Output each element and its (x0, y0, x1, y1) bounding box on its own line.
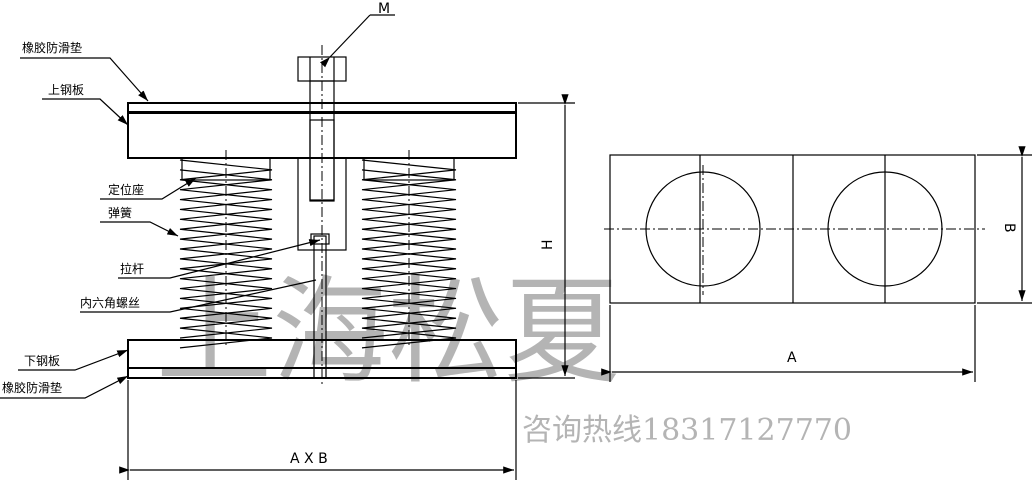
spring-coil-back (361, 169, 457, 349)
label-top-rubber-pad: 橡胶防滑垫 (22, 40, 82, 55)
label-lower-steel-plate: 下钢板 (24, 354, 60, 368)
dimension-b: B (1001, 223, 1017, 233)
label-positioning-seat: 定位座 (108, 182, 144, 197)
spring-coil-back (179, 169, 273, 349)
tie-rod (313, 235, 327, 379)
watermark-hotline: 咨询热线18317127770 (522, 413, 852, 448)
dimension-h: H (540, 239, 556, 250)
label-spring: 弹簧 (108, 205, 132, 220)
spring-coil (361, 159, 457, 339)
label-hex-socket-screw: 内六角螺丝 (80, 296, 140, 310)
dimension-axb: A X B (290, 451, 328, 467)
spring-coil (179, 159, 273, 339)
dimension-a: A (787, 350, 797, 366)
top-view: B A (601, 146, 1032, 382)
label-upper-steel-plate: 上钢板 (48, 83, 84, 97)
label-tie-rod: 拉杆 (120, 261, 144, 276)
label-bolt: M (378, 1, 390, 17)
front-view: 橡胶防滑垫 上钢板 定位座 弹簧 拉杆 内六角螺丝 下钢板 橡胶防滑垫 M H … (0, 1, 575, 480)
label-bottom-rubber-pad: 橡胶防滑垫 (2, 380, 62, 395)
leaders (0, 14, 395, 399)
